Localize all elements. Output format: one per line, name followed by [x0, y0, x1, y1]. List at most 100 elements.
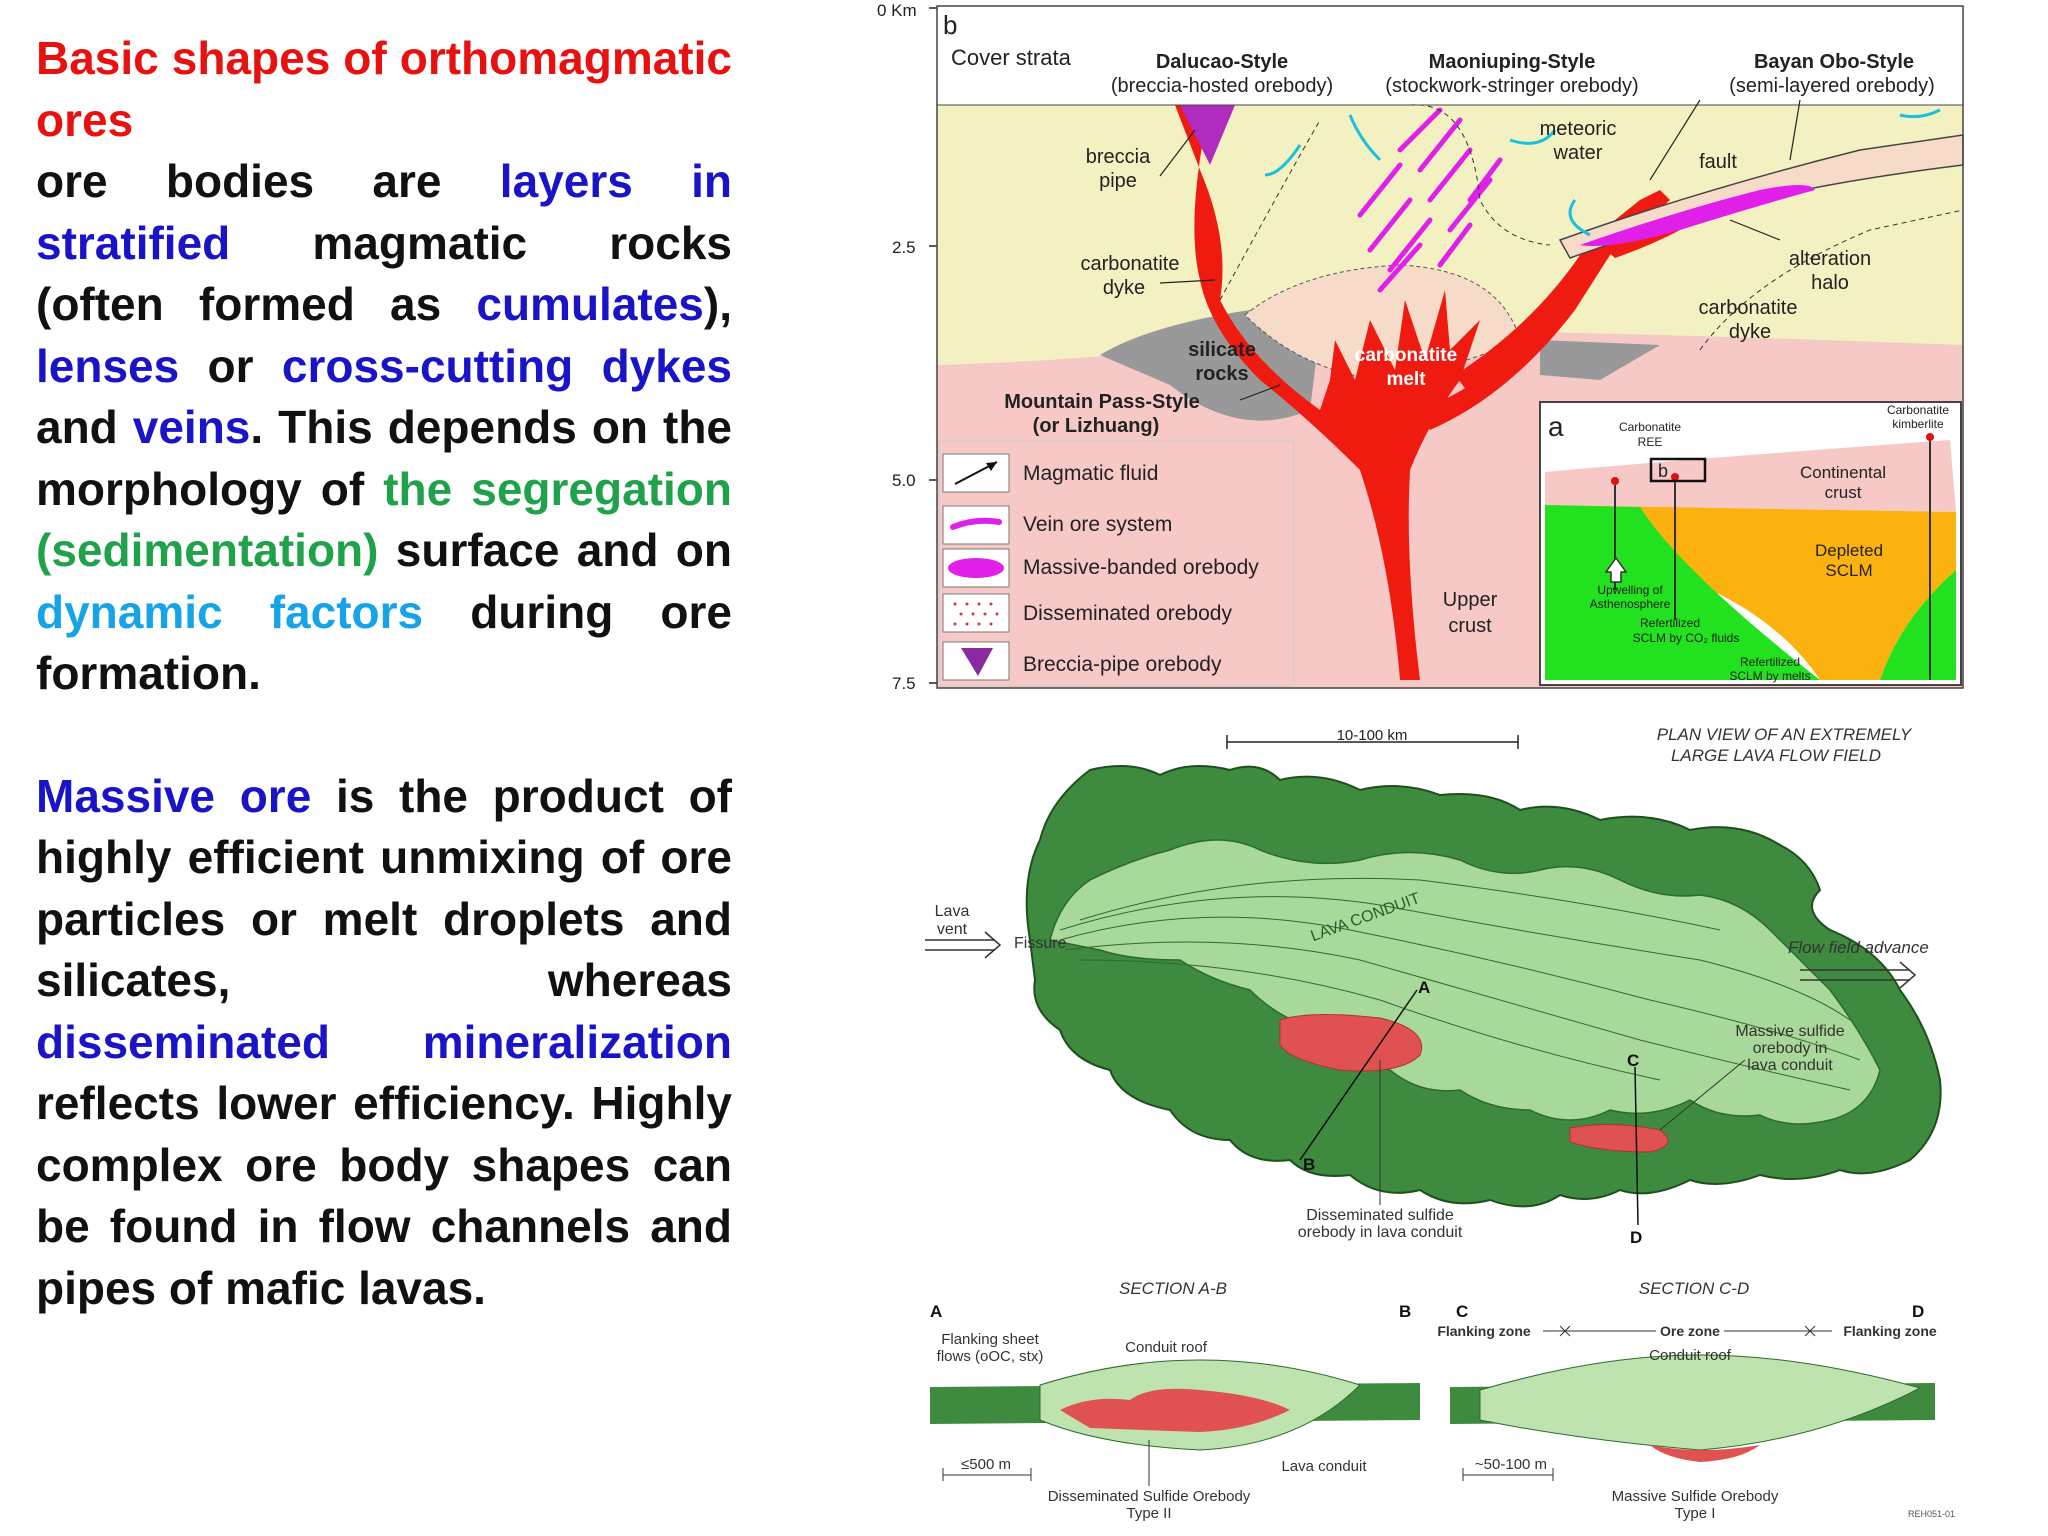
inset-continental-2: crust: [1825, 483, 1862, 502]
section-cd-left: C: [1456, 1302, 1468, 1321]
plan-title-2: LARGE LAVA FLOW FIELD: [1671, 746, 1881, 765]
legend-massive-banded: Massive-banded orebody: [1023, 556, 1259, 579]
plan-scale-label: 10-100 km: [1337, 727, 1408, 744]
massive-sulfide-1: Massive sulfide: [1735, 1023, 1844, 1040]
legend-vein-ore: Vein ore system: [1023, 513, 1172, 536]
inset-carbonatite-ree-1: Carbonatite: [1619, 420, 1681, 434]
plan-scale-bar: [1226, 735, 1519, 749]
p1-segment: dynamic factors: [36, 585, 424, 638]
sedimentary-layer: [937, 105, 1963, 365]
p1-segment: ),: [703, 278, 732, 330]
p1-segment: ore bodies are: [36, 155, 500, 207]
legend-breccia-pipe: Breccia-pipe orebody: [1023, 653, 1222, 676]
p1-segment: during ore formation.: [36, 585, 732, 700]
section-ab-flanking-2: flows (oOC, stx): [937, 1348, 1044, 1365]
flow-striations: [1059, 877, 1861, 1091]
label-carbonatite-left: carbonatite: [1081, 253, 1180, 275]
p2-segment: reflects lower efficiency. Highly comple…: [36, 1077, 732, 1314]
section-cd-title: SECTION C-D: [1639, 1279, 1750, 1298]
point-d: D: [1630, 1228, 1642, 1245]
style-bayan-obo: Bayan Obo-Style: [1754, 51, 1914, 73]
flow-advance-arrow: [1800, 961, 1917, 989]
inset-carb-kimb-1: Carbonatite: [1887, 403, 1949, 417]
carbonatite-melt-body: [1175, 105, 1480, 680]
label-mountain-pass: Mountain Pass-Style: [1004, 391, 1200, 413]
depth-tick-75: 7.5: [892, 674, 916, 693]
section-ab-caption-1: Disseminated Sulfide Orebody: [1048, 1488, 1251, 1505]
section-ab-conduit-label: Lava conduit: [1281, 1458, 1367, 1475]
inset-refert-co2-2: SCLM by CO₂ fluids: [1633, 631, 1740, 645]
vent-arrow: [925, 931, 1002, 959]
lava-vent-1: Lava: [935, 903, 970, 920]
label-carbonatite-melt-2: melt: [1386, 369, 1426, 390]
section-ab-caption-2: Type II: [1126, 1505, 1171, 1522]
inset-depleted-2: SCLM: [1825, 561, 1872, 580]
section-cd-roof: Conduit roof: [1649, 1347, 1732, 1364]
p1-segment: or: [179, 339, 282, 392]
section-cd-scale: ~50-100 m: [1475, 1456, 1547, 1473]
label-dyke-right: dyke: [1729, 321, 1771, 343]
section-cd-right: D: [1912, 1302, 1924, 1321]
inset-refert-melts-1: Refertilized: [1740, 655, 1800, 669]
p1-segment: surface and on: [378, 524, 732, 576]
depth-axis-ticks: [929, 7, 937, 684]
section-cd-massive-ore: [1650, 1445, 1760, 1462]
disseminated-label-2: orebody in lava conduit: [1298, 1224, 1463, 1241]
massive-sulfide-3: lava conduit: [1747, 1057, 1833, 1074]
p1-segment: veins: [132, 401, 251, 453]
figure-b-frame: [936, 5, 1964, 689]
label-carbonatite-right: carbonatite: [1699, 297, 1798, 319]
style-maoniuping: Maoniuping-Style: [1429, 51, 1596, 73]
slide-title: Basic shapes of orthomagmatic ores: [36, 32, 732, 146]
text-column: Basic shapes of orthomagmatic ores ore b…: [36, 28, 732, 1319]
massive-sulfide-orebody: [1569, 1123, 1669, 1153]
disseminated-sulfide-orebody: [1279, 1013, 1422, 1072]
section-cd-conduit: [1479, 1354, 1922, 1451]
inset-carb-kimb-2: kimberlite: [1892, 417, 1944, 431]
depth-tick-25: 2.5: [892, 238, 916, 257]
p1-segment: and: [36, 401, 133, 453]
figure-reference-code: REH051-01: [1908, 1509, 1955, 1519]
section-ab-flanking-1: Flanking sheet: [941, 1331, 1039, 1348]
massive-sulfide-2: orebody in: [1753, 1040, 1828, 1057]
section-cd-ore-zone: Ore zone: [1660, 1323, 1720, 1339]
cover-strata-label: Cover strata: [951, 45, 1072, 70]
style-maoniuping-sub: (stockwork-stringer orebody): [1385, 75, 1638, 97]
label-carbonatite-melt-1: carbonatite: [1355, 345, 1457, 366]
lava-vent-2: vent: [937, 921, 968, 938]
p1-segment: magmatic rocks (often formed as: [36, 216, 732, 331]
section-cd-caption-1: Massive Sulfide Orebody: [1612, 1488, 1779, 1505]
inset-upwelling-1: Upwelling of: [1597, 583, 1663, 597]
meteoric-water-arrows: [1264, 108, 1941, 237]
inset-carbonatite-ree-2: REE: [1638, 435, 1663, 449]
inset-upwelling-2: Asthenosphere: [1590, 597, 1671, 611]
section-ab-left: A: [930, 1302, 942, 1321]
p1-segment: cross-cutting dykes: [281, 339, 732, 392]
style-dalucao-sub: (breccia-hosted orebody): [1111, 75, 1333, 97]
label-fault: fault: [1699, 151, 1737, 173]
figure-cross-sections: SECTION A-B SECTION C-D A B C D Flanking…: [930, 1279, 1955, 1522]
p1-segment: lenses: [36, 339, 180, 392]
inset-refert-co2-1: Refertilized: [1640, 616, 1700, 630]
label-silicate: silicate: [1188, 339, 1256, 361]
inset-a: [1539, 401, 1962, 686]
p1-segment: the segregation (sedimentation): [36, 462, 732, 577]
p2-segment: is the product of highly efficient unmix…: [36, 769, 732, 1007]
label-water: water: [1553, 142, 1603, 164]
point-b: B: [1303, 1155, 1315, 1174]
plan-title-1: PLAN VIEW OF AN EXTREMELY: [1657, 725, 1913, 744]
inset-b-box-label: b: [1658, 461, 1668, 481]
inset-depleted-1: Depleted: [1815, 541, 1883, 560]
p2-segment: disseminated mineralization: [36, 1015, 732, 1068]
section-cd-flank-left: Flanking zone: [1437, 1323, 1531, 1339]
silicate-rocks: [1100, 310, 1320, 421]
legend-disseminated: Disseminated orebody: [1023, 602, 1232, 625]
label-breccia: breccia: [1086, 146, 1151, 168]
panel-letter-b: b: [943, 10, 957, 40]
paragraph-massive-ore: Massive ore is the product of highly eff…: [36, 766, 732, 1320]
label-dyke-left: dyke: [1103, 277, 1145, 299]
legend-magmatic-fluid: Magmatic fluid: [1023, 462, 1158, 485]
inset-continental-1: Continental: [1800, 463, 1886, 482]
label-alteration: alteration: [1789, 248, 1871, 270]
label-halo: halo: [1811, 272, 1849, 294]
